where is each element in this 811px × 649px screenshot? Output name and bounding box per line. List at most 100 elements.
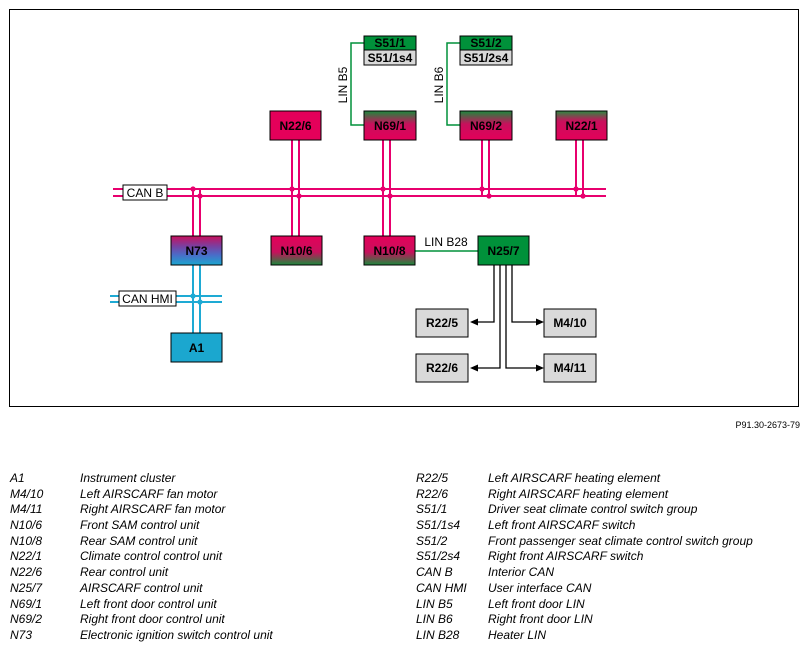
n69-2-label: N69/2 xyxy=(470,119,502,133)
legend-code: LIN B5 xyxy=(416,596,453,611)
n22-1-label: N22/1 xyxy=(565,119,597,133)
lin-b6-label: LIN B6 xyxy=(432,66,446,103)
legend-code: S51/2 xyxy=(416,533,448,548)
m4-10-box: M4/10 xyxy=(543,308,597,338)
legend-description: Left front door control unit xyxy=(80,596,217,611)
legend-description: User interface CAN xyxy=(488,580,592,595)
legend-row: S51/2s4 Right front AIRSCARF switch xyxy=(416,549,753,565)
legend-description: AIRSCARF control unit xyxy=(80,580,203,595)
n25-7-box: N25/7 xyxy=(477,235,530,266)
legend-description: Right front AIRSCARF switch xyxy=(488,549,644,564)
r22-5-box: R22/5 xyxy=(415,308,469,338)
n69-2-box: N69/2 xyxy=(459,110,513,141)
n25-7-label: N25/7 xyxy=(487,244,519,258)
s51-1s4-box: S51/1s4 xyxy=(363,49,417,66)
figure-reference-code: P91.30-2673-79 xyxy=(735,420,800,430)
legend-code: CAN B xyxy=(416,565,453,580)
legend-row: S51/1 Driver seat climate control switch … xyxy=(416,502,753,518)
arrowheads xyxy=(470,318,544,372)
n22-6-box: N22/6 xyxy=(269,110,322,141)
legend-description: Right AIRSCARF fan motor xyxy=(80,502,226,517)
a1-box: A1 xyxy=(170,332,223,363)
legend-code: S51/1 xyxy=(416,502,448,517)
legend-code: A1 xyxy=(10,471,25,485)
legend-description: Instrument cluster xyxy=(80,471,176,485)
legend-code: N22/1 xyxy=(10,549,43,564)
legend-code: N10/8 xyxy=(10,533,43,548)
legend-code: S51/1s4 xyxy=(416,518,461,533)
legend-code: N10/6 xyxy=(10,518,43,533)
legend-description: Left front door LIN xyxy=(488,596,585,611)
legend-description: Rear control unit xyxy=(80,565,169,580)
can-b-tag: CAN B xyxy=(122,184,168,201)
lin-b5-label: LIN B5 xyxy=(336,66,350,103)
legend-row: R22/6 Right AIRSCARF heating element xyxy=(416,487,753,503)
legend-description: Electronic ignition switch control unit xyxy=(80,627,273,642)
legend-description: Driver seat climate control switch group xyxy=(488,502,698,517)
legend-description: Rear SAM control unit xyxy=(80,533,198,548)
legend-code: S51/2s4 xyxy=(416,549,461,564)
m4-11-box: M4/11 xyxy=(543,353,597,383)
legend-code: CAN HMI xyxy=(416,580,467,595)
can-hmi-tag: CAN HMI xyxy=(118,290,177,307)
legend-row: LIN B5 Left front door LIN xyxy=(416,597,753,613)
legend-description: Right front door LIN xyxy=(488,612,593,627)
can-b-label: CAN B xyxy=(127,186,164,200)
legend-code: M4/10 xyxy=(10,486,44,501)
n73-box: N73 xyxy=(170,235,223,266)
n10-8-box: N10/8 xyxy=(363,235,416,266)
legend-row: LIN B28 Heater LIN xyxy=(416,628,753,644)
n73-label: N73 xyxy=(185,244,207,258)
n22-1-box: N22/1 xyxy=(555,110,608,141)
legend-row: N10/6 Front SAM control unit xyxy=(10,518,273,534)
legend-row: N10/8 Rear SAM control unit xyxy=(10,534,273,550)
n10-8-label: N10/8 xyxy=(373,244,405,258)
lin-b5-line xyxy=(350,42,364,126)
legend-description: Front SAM control unit xyxy=(80,518,200,533)
lin-b6-line xyxy=(446,42,460,126)
s51-1-box: S51/1 xyxy=(363,35,417,51)
legend-code: N69/2 xyxy=(10,612,43,627)
can-hmi-junctions xyxy=(190,293,203,305)
legend-row: N73 Electronic ignition switch control un… xyxy=(10,628,273,644)
legend-description: Right front door control unit xyxy=(80,612,225,627)
legend-code: N73 xyxy=(10,627,33,642)
legend-row: M4/11 Right AIRSCARF fan motor xyxy=(10,502,273,518)
legend-row: A1 Instrument cluster xyxy=(10,471,273,487)
wiring-diagram: S51/1 S51/1s4 S51/2 S51/2s4 N22/6 N69/1 … xyxy=(110,35,608,383)
can-b-junctions xyxy=(190,186,586,199)
s51-2s4-label: S51/2s4 xyxy=(464,51,509,65)
legend-row: CAN B Interior CAN xyxy=(416,565,753,581)
s51-2-label: S51/2 xyxy=(470,36,502,50)
legend-description: Right AIRSCARF heating element xyxy=(488,486,669,501)
r22-5-label: R22/5 xyxy=(426,316,458,330)
n10-6-label: N10/6 xyxy=(280,244,312,258)
s51-2s4-box: S51/2s4 xyxy=(459,49,513,66)
n10-6-box: N10/6 xyxy=(270,235,323,266)
m4-10-label: M4/10 xyxy=(553,316,587,330)
legend-description: Left AIRSCARF fan motor xyxy=(80,486,218,501)
legend-row: LIN B6 Right front door LIN xyxy=(416,612,753,628)
can-b-bus xyxy=(113,188,606,197)
r22-6-label: R22/6 xyxy=(426,361,458,375)
legend-code: LIN B6 xyxy=(416,612,453,627)
s51-2-box: S51/2 xyxy=(459,35,513,51)
legend-code: M4/11 xyxy=(10,502,43,517)
s51-1-label: S51/1 xyxy=(374,36,406,50)
n22-6-label: N22/6 xyxy=(279,119,311,133)
legend-row: CAN HMI User interface CAN xyxy=(416,581,753,597)
legend-description: Heater LIN xyxy=(488,627,547,642)
legend-code: LIN B28 xyxy=(416,627,460,642)
legend-code: R22/6 xyxy=(416,486,449,501)
diagram-frame xyxy=(9,9,799,407)
legend-description: Interior CAN xyxy=(488,565,555,580)
